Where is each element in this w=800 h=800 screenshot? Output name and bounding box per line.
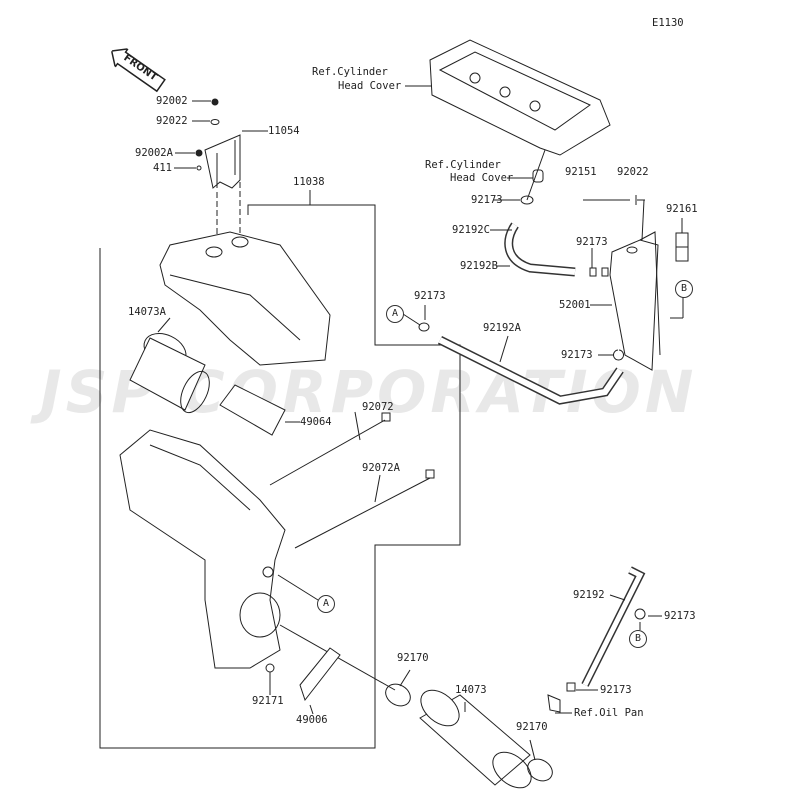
part-label: 92022 [617, 166, 649, 178]
bracket-11054 [204, 134, 241, 240]
catch-tank-52001 [609, 231, 661, 371]
hose-92192A [437, 335, 624, 405]
part-label: 92170 [516, 721, 548, 733]
part-label: 92002 [156, 95, 188, 107]
air-box-cover [159, 231, 331, 366]
part-label: 92022 [156, 115, 188, 127]
part-label: 92173 [576, 236, 608, 248]
part-label: 92151 [565, 166, 597, 178]
connection-marker-a: A [317, 595, 335, 613]
cylinder-head-cover [405, 39, 611, 156]
part-label: 92173 [471, 194, 503, 206]
part-label: 92192C [452, 224, 490, 236]
ref-label: Ref.Oil Pan [574, 707, 644, 719]
part-label: 92192A [483, 322, 521, 334]
connection-marker-a: A [386, 305, 404, 323]
front-arrow-icon [110, 47, 166, 93]
part-label: 92072A [362, 462, 400, 474]
part-label: 52001 [559, 299, 591, 311]
part-label: 92173 [664, 610, 696, 622]
part-label: 92192B [460, 260, 498, 272]
part-label: 92192 [573, 589, 605, 601]
part-label: 11038 [293, 176, 325, 188]
part-label: 411 [153, 162, 172, 174]
part-label: 92161 [666, 203, 698, 215]
front-direction-badge: FRONT [105, 42, 168, 96]
hose-49006 [299, 647, 341, 702]
part-label: 92173 [561, 349, 593, 361]
part-label: 92173 [600, 684, 632, 696]
part-label: 92171 [252, 695, 284, 707]
part-label: 92173 [414, 290, 446, 302]
element-49064 [219, 384, 286, 436]
ref-label: Head Cover [338, 80, 402, 92]
ref-label: Ref.Cylinder [425, 159, 501, 171]
part-label: 92002A [135, 147, 173, 159]
diagram-code: E1130 [652, 17, 684, 29]
ref-label: Head Cover [450, 172, 514, 184]
part-label: 92072 [362, 401, 394, 413]
part-label: 49006 [296, 714, 328, 726]
part-label: 49064 [300, 416, 332, 428]
part-label: 92170 [397, 652, 429, 664]
part-label: 11054 [268, 125, 300, 137]
duct-14073 [419, 689, 532, 789]
part-label: 14073 [455, 684, 487, 696]
clamp-92170 [385, 683, 411, 707]
connection-marker-b: B [629, 630, 647, 648]
air-box-lower [119, 429, 286, 669]
assembly-boundary [99, 204, 461, 749]
ref-label: Ref.Cylinder [312, 66, 388, 78]
part-label: 14073A [128, 306, 166, 318]
connection-marker-b: B [675, 280, 693, 298]
filter-14073A [129, 333, 210, 414]
